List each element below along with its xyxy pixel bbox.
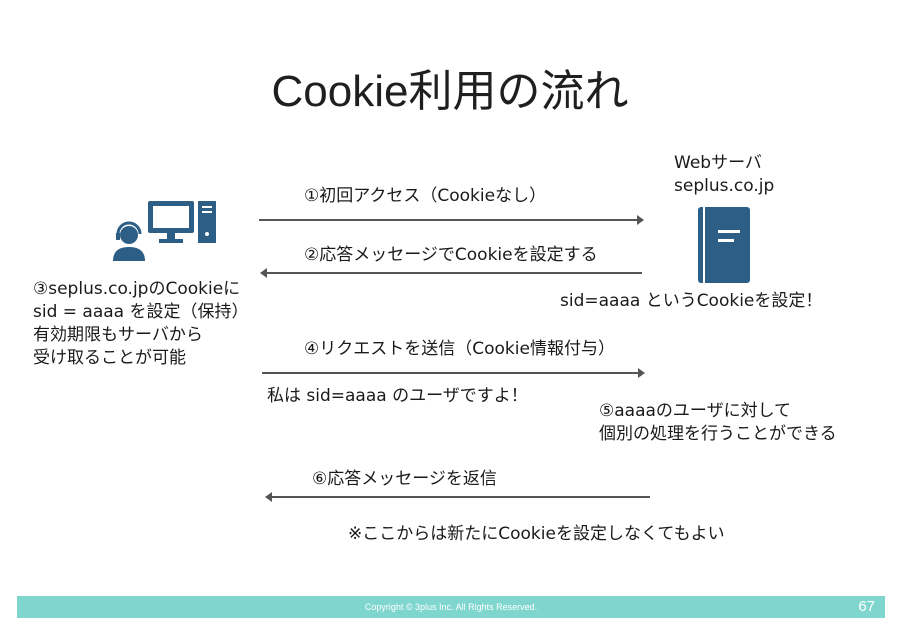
client-note-line4: 受け取ることが可能 [33, 348, 186, 368]
step1-label: ①初回アクセス（Cookieなし） [304, 186, 547, 206]
step2-arrow [260, 268, 642, 278]
page-number: 67 [858, 598, 875, 615]
step4-label: ④リクエストを送信（Cookie情報付与） [304, 339, 615, 359]
client-note-line3: 有効期限もサーバから [33, 325, 203, 345]
step4-arrow [262, 368, 645, 378]
step5-line2: 個別の処理を行うことができる [599, 424, 837, 444]
user-computer-icon [113, 201, 216, 261]
step1-arrow [259, 215, 644, 225]
server-book-icon [698, 207, 750, 283]
step6-label: ⑥応答メッセージを返信 [312, 469, 497, 489]
step4-note: 私は sid=aaaa のユーザですよ！ [267, 386, 528, 406]
step6-arrow [265, 492, 650, 502]
server-note: sid=aaaa というCookieを設定！ [560, 291, 823, 311]
server-label: Webサーバ [674, 153, 762, 173]
slide-title: Cookie利用の流れ [271, 67, 629, 116]
footer-bar: Copyright © 3plus Inc. All Rights Reserv… [17, 596, 885, 618]
server-domain: seplus.co.jp [674, 176, 775, 196]
step6-note: ※ここからは新たにCookieを設定しなくてもよい [348, 524, 725, 544]
client-note-line2: sid = aaaa を設定（保持） [33, 302, 249, 322]
step2-label: ②応答メッセージでCookieを設定する [304, 245, 598, 265]
step5-line1: ⑤aaaaのユーザに対して [599, 401, 792, 421]
copyright-text: Copyright © 3plus Inc. All Rights Reserv… [364, 602, 538, 612]
client-note-line1: ③seplus.co.jpのCookieに [33, 279, 241, 299]
